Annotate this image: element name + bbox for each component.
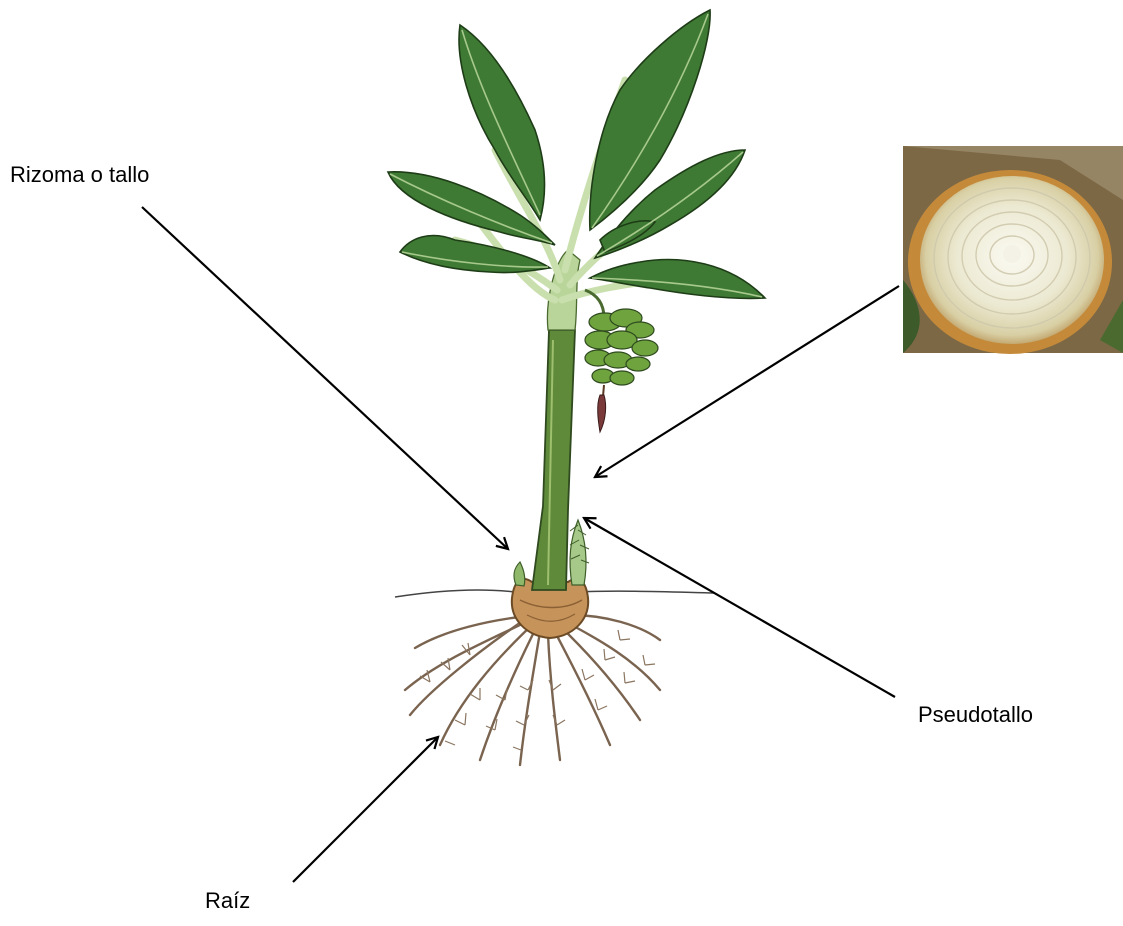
pointer-arrows — [142, 207, 899, 882]
banana-plant-illustration — [388, 10, 765, 765]
label-pseudotallo: Pseudotallo — [918, 704, 1033, 726]
pseudostem-cross-section-photo — [903, 146, 1123, 354]
label-rizoma: Rizoma o tallo — [10, 164, 149, 186]
leaves — [388, 10, 765, 298]
arrow-raiz — [293, 737, 438, 882]
arrow-pseudotallo — [584, 518, 895, 697]
pseudostem — [532, 330, 575, 590]
label-raiz: Raíz — [205, 890, 250, 912]
banana-bunch — [585, 290, 658, 432]
roots — [405, 615, 660, 765]
sucker-left — [514, 562, 525, 586]
